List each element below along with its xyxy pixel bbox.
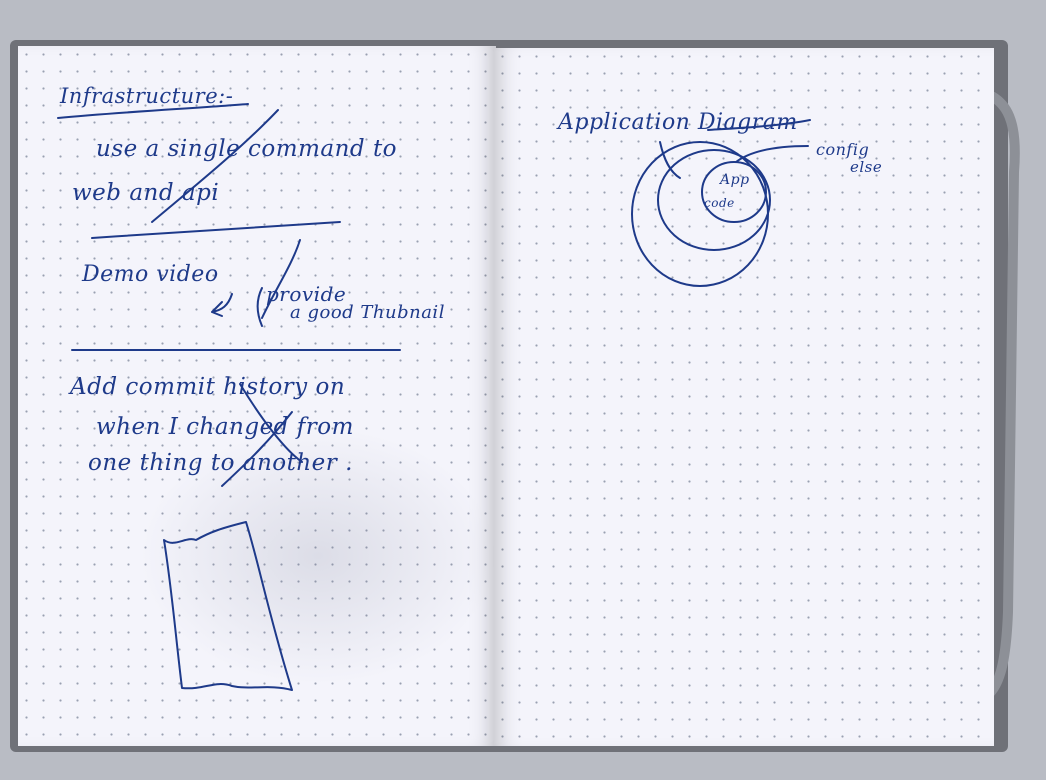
curl-arrow — [211, 293, 233, 317]
app-label: App — [720, 172, 750, 188]
strike-line-3 — [221, 411, 293, 487]
commit-history-note-line1: Add commit history on — [70, 374, 346, 400]
config-label: config — [816, 140, 870, 159]
divider-1 — [91, 221, 341, 239]
else-label: else — [850, 158, 883, 176]
code-label: code — [704, 196, 735, 210]
right-page — [494, 48, 994, 746]
demo-video-note: Demo video — [82, 262, 219, 287]
elastic-strap — [978, 92, 1020, 702]
note-single-command-line2: web and api — [72, 180, 220, 206]
sketch-rectangle — [163, 521, 293, 691]
commit-history-note-line3: one thing to another . — [88, 450, 353, 476]
inner-circle — [701, 161, 767, 223]
heading-strike — [707, 119, 811, 131]
strike-line-1 — [151, 109, 279, 223]
strike-line-2 — [261, 239, 301, 319]
commit-history-note-line2: when I changed from — [96, 414, 354, 440]
infrastructure-heading: Infrastructure:- — [60, 84, 234, 108]
heading-pointer — [659, 141, 681, 179]
shadow-area — [138, 426, 498, 686]
left-page — [18, 46, 498, 746]
application-diagram-heading: Application Diagram — [558, 110, 798, 135]
thumbnail-bracket — [256, 287, 263, 327]
middle-circle — [657, 149, 771, 251]
outer-circle — [631, 141, 769, 287]
thumbnail-note-line2: a good Thubnail — [290, 302, 445, 323]
heading-underline — [57, 103, 249, 119]
strike-line-3b — [239, 383, 303, 463]
config-pointer — [735, 145, 809, 163]
